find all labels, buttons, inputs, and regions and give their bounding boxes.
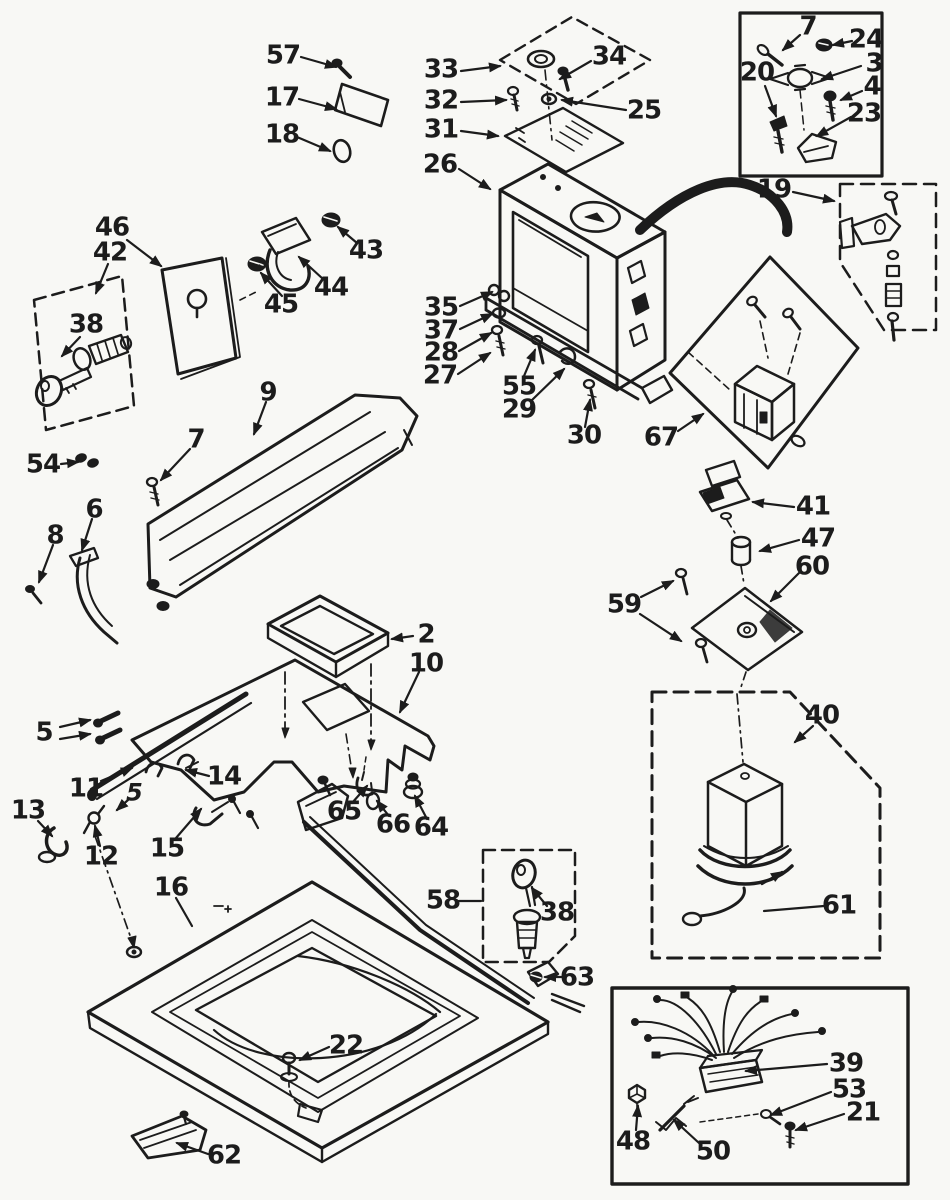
part-label-28: 28 bbox=[423, 337, 459, 368]
inset-box-lock bbox=[481, 848, 577, 983]
part-label-14: 14 bbox=[206, 761, 242, 792]
part-label-6: 6 bbox=[85, 494, 103, 525]
lid-bezel-group bbox=[266, 594, 390, 751]
part-label-54: 54 bbox=[25, 449, 61, 480]
part-label-27: 27 bbox=[422, 360, 458, 391]
part-label-57: 57 bbox=[265, 40, 301, 71]
part-label-31: 31 bbox=[423, 114, 459, 145]
part-label-25: 25 bbox=[626, 95, 662, 126]
part-label-32: 32 bbox=[423, 85, 459, 116]
part-label-17: 17 bbox=[264, 82, 300, 113]
console-assembly bbox=[484, 162, 793, 410]
part-label-12: 12 bbox=[83, 841, 119, 872]
part-label-39: 39 bbox=[828, 1048, 864, 1079]
part-label-46: 46 bbox=[94, 212, 130, 243]
part-label-5a: 5 bbox=[35, 717, 53, 748]
inset-box-timer bbox=[650, 690, 882, 960]
part-label-20: 20 bbox=[739, 57, 775, 88]
part-label-7b: 7 bbox=[187, 424, 205, 455]
part-label-50: 50 bbox=[695, 1136, 731, 1167]
part-label-66: 66 bbox=[375, 809, 411, 840]
part-label-7a: 7 bbox=[799, 11, 817, 42]
part-label-4: 4 bbox=[863, 71, 881, 102]
part-label-2: 2 bbox=[417, 619, 435, 650]
part-label-22: 22 bbox=[328, 1030, 364, 1061]
inset-box-valve-stack bbox=[838, 182, 938, 342]
part-label-40: 40 bbox=[804, 700, 840, 731]
part-label-19: 19 bbox=[756, 174, 792, 205]
part-label-30: 30 bbox=[566, 420, 602, 451]
part-label-5b: 5 bbox=[126, 778, 143, 807]
part-label-45: 45 bbox=[263, 289, 299, 320]
part-label-13: 13 bbox=[10, 795, 46, 826]
part-label-35: 35 bbox=[423, 292, 459, 323]
inset-box-switch bbox=[668, 255, 860, 470]
part-label-15: 15 bbox=[149, 833, 185, 864]
inset-box-wire-harness bbox=[610, 985, 910, 1186]
part-label-38a: 38 bbox=[68, 309, 104, 340]
part-label-62: 62 bbox=[206, 1140, 242, 1171]
part-label-47: 47 bbox=[800, 523, 836, 554]
part-label-8: 8 bbox=[46, 520, 64, 551]
part-label-64: 64 bbox=[413, 812, 449, 843]
part-label-11: 11 bbox=[68, 773, 104, 804]
part-label-29: 29 bbox=[501, 394, 537, 425]
part-label-42: 42 bbox=[92, 237, 128, 268]
part-label-61: 61 bbox=[821, 890, 857, 921]
part-label-58: 58 bbox=[425, 885, 461, 916]
part-label-16: 16 bbox=[153, 872, 189, 903]
part-label-48: 48 bbox=[615, 1126, 651, 1157]
part-label-53: 53 bbox=[831, 1074, 867, 1105]
lid-switch-group bbox=[674, 459, 804, 691]
part-label-10: 10 bbox=[408, 648, 444, 679]
part-label-37: 37 bbox=[423, 315, 459, 346]
part-label-3: 3 bbox=[865, 48, 883, 79]
part-label-24: 24 bbox=[848, 24, 884, 55]
top-panel-group bbox=[86, 880, 586, 1164]
part-label-21: 21 bbox=[845, 1097, 881, 1128]
inset-box-console-hardware bbox=[738, 11, 884, 178]
part-label-67: 67 bbox=[643, 422, 679, 453]
part-label-44: 44 bbox=[313, 272, 349, 303]
part-label-55: 55 bbox=[501, 371, 537, 402]
part-label-18: 18 bbox=[264, 119, 300, 150]
part-label-60: 60 bbox=[794, 551, 830, 582]
part-label-59: 59 bbox=[606, 589, 642, 620]
part-label-43: 43 bbox=[348, 235, 384, 266]
part-label-9: 9 bbox=[259, 377, 277, 408]
part-label-26: 26 bbox=[422, 149, 458, 180]
part-label-38b: 38 bbox=[539, 897, 575, 928]
lock-and-plate-group bbox=[32, 212, 341, 432]
part-label-41: 41 bbox=[795, 491, 831, 522]
leader-arrows bbox=[36, 33, 864, 1156]
part-label-33: 33 bbox=[423, 54, 459, 85]
hinge-hardware-group bbox=[37, 691, 560, 1005]
part-label-63: 63 bbox=[559, 962, 595, 993]
part-label-65: 65 bbox=[326, 796, 362, 827]
part-label-23: 23 bbox=[846, 98, 882, 129]
part-label-34: 34 bbox=[591, 41, 627, 72]
